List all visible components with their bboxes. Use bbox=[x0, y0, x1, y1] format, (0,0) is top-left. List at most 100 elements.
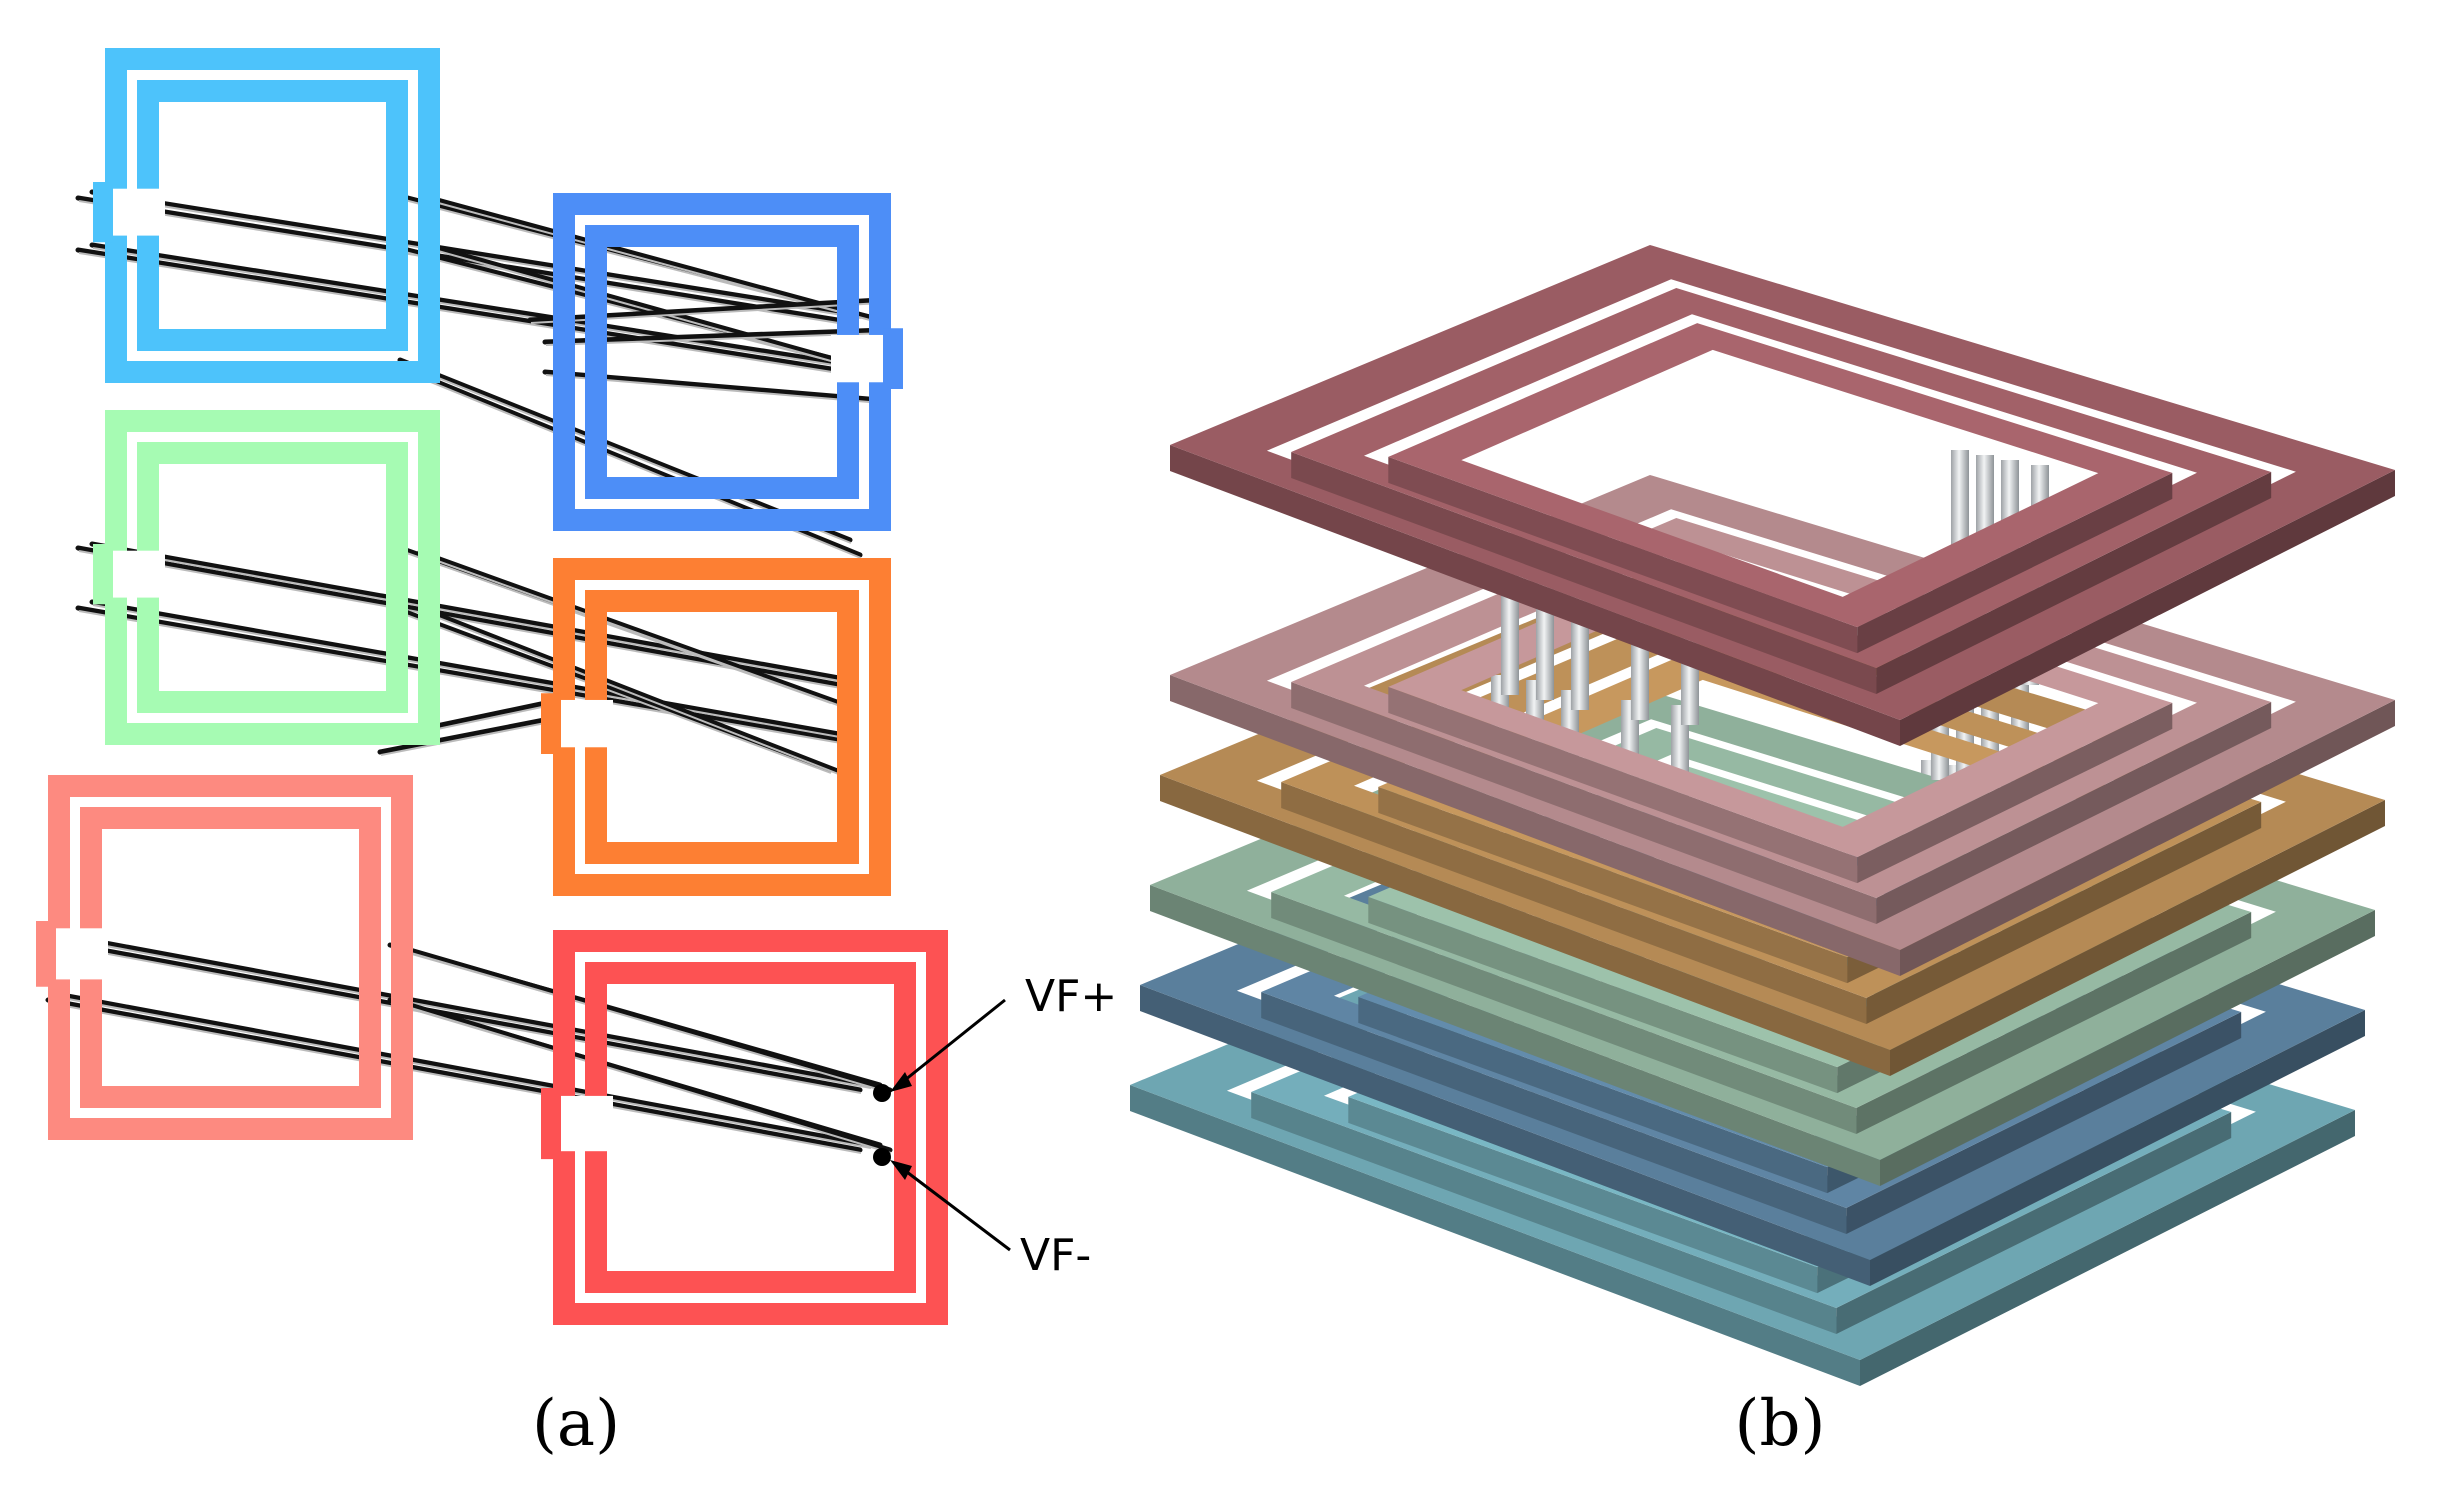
coil-1-tab bbox=[93, 182, 113, 243]
layer-1-middle-turn-top bbox=[1291, 288, 2272, 668]
layer-5-middle-turn-front-face bbox=[1261, 992, 1847, 1234]
coil-5-tab bbox=[36, 921, 56, 987]
vf-plus-terminal bbox=[873, 1084, 891, 1102]
layer-3-middle-turn-side-face bbox=[1866, 802, 2262, 1024]
vf-plus-arrow bbox=[894, 998, 1006, 1090]
via-wire-shade bbox=[380, 717, 572, 756]
via-wire bbox=[407, 1002, 893, 1153]
layer-2 bbox=[1170, 450, 2395, 976]
layer-6-middle-turn-front-face bbox=[1251, 1092, 1837, 1334]
via-wire-shade bbox=[48, 1002, 862, 1154]
layer-1 bbox=[1170, 245, 2395, 746]
coil-5-track bbox=[48, 775, 413, 1140]
vf-minus-terminal bbox=[873, 1148, 891, 1166]
layer-5-outer-turn-top bbox=[1140, 785, 2365, 1260]
via-wire bbox=[89, 599, 853, 739]
coil-2 bbox=[553, 193, 903, 531]
via-wire bbox=[75, 605, 843, 743]
layer-3-middle-turn-front-face bbox=[1281, 782, 1867, 1024]
layer-6-outer-turn-front-face bbox=[1130, 1085, 1860, 1386]
via-wire bbox=[75, 247, 853, 375]
layer-2-middle-turn-top bbox=[1291, 518, 2272, 898]
coil-4 bbox=[541, 558, 891, 896]
coil-1 bbox=[93, 48, 440, 383]
layer-6-middle-turn-side-face bbox=[1836, 1112, 2232, 1334]
vf-plus-arrowhead bbox=[890, 1072, 912, 1092]
layer-1-inner-turn-side-face bbox=[1857, 472, 2173, 654]
via-wire bbox=[89, 541, 853, 683]
layer-2-outer-turn-side-face bbox=[1900, 700, 2395, 976]
via-wire bbox=[377, 712, 573, 755]
via-wire bbox=[427, 243, 883, 375]
via-wire-shade bbox=[420, 610, 842, 776]
layer-5-outer-turn-front-face bbox=[1140, 985, 1870, 1286]
layer-6-inner-turn-front-face bbox=[1348, 1096, 1818, 1294]
layer-4-outer-turn-top bbox=[1150, 685, 2375, 1160]
layer-4-outer-turn-front-face bbox=[1150, 885, 1880, 1186]
coil-6-tab bbox=[541, 1088, 561, 1160]
via-wire-shade bbox=[92, 194, 862, 319]
coil-4-tab bbox=[541, 693, 561, 755]
layer-2-outer-turn-top bbox=[1170, 475, 2395, 950]
via-wire-shade bbox=[400, 612, 832, 774]
via-wire bbox=[75, 195, 853, 325]
layer-1-inner-turn-top bbox=[1388, 323, 2173, 628]
via-wire-shade bbox=[410, 1007, 892, 1154]
via-wire bbox=[45, 937, 863, 1093]
layer-3-outer-turn-side-face bbox=[1890, 800, 2385, 1076]
layer-2-outer-turn-front-face bbox=[1170, 675, 1900, 976]
layer-6-outer-turn-top bbox=[1130, 885, 2355, 1360]
layer-5-middle-turn-side-face bbox=[1846, 1012, 2242, 1234]
via-wire bbox=[59, 932, 873, 1088]
layer-3-inner-turn-front-face bbox=[1378, 786, 1848, 984]
via-wire-shade bbox=[420, 554, 847, 709]
layer-2-middle-turn-front-face bbox=[1291, 682, 1877, 924]
via-wire-shade bbox=[92, 604, 852, 740]
layer-2-inner-turn-side-face bbox=[1857, 702, 2173, 884]
layer-4-middle-turn-side-face bbox=[1856, 912, 2252, 1134]
coil-2-tab bbox=[883, 328, 903, 390]
via-wire bbox=[417, 549, 848, 708]
layer-3-outer-turn-top bbox=[1160, 575, 2385, 1050]
vf-plus-label: VF+ bbox=[1025, 971, 1117, 1022]
layer-6-outer-turn-side-face bbox=[1860, 1110, 2355, 1386]
layer-2-middle-turn-side-face bbox=[1876, 702, 2272, 924]
via-wire bbox=[407, 947, 893, 1093]
layer-4-inner-turn-front-face bbox=[1368, 896, 1838, 1094]
via-wire bbox=[427, 195, 883, 323]
layer-1-inner-turn-front-face bbox=[1388, 456, 1858, 654]
via-wire-shade bbox=[92, 247, 860, 370]
via-wire bbox=[59, 992, 873, 1148]
coil-5 bbox=[36, 775, 413, 1140]
layer-1-outer-turn-top bbox=[1170, 245, 2395, 720]
layer-1-middle-turn-side-face bbox=[1876, 472, 2272, 694]
vf-minus-arrowhead bbox=[890, 1160, 912, 1180]
via-wire-shade bbox=[62, 937, 872, 1089]
coil-3 bbox=[93, 410, 440, 745]
layer-1-outer-turn-side-face bbox=[1900, 470, 2395, 746]
via-wire bbox=[45, 997, 863, 1153]
vf-minus-label: VF- bbox=[1020, 1230, 1091, 1281]
via-post bbox=[1501, 575, 1519, 695]
panel-b-caption: (b) bbox=[1735, 1387, 1826, 1461]
vf-minus-arrow bbox=[894, 1161, 1011, 1252]
layer-5-inner-turn-front-face bbox=[1358, 996, 1828, 1194]
coil-6 bbox=[541, 930, 948, 1325]
panel-a-caption: (a) bbox=[532, 1387, 620, 1461]
layer-1-outer-turn-front-face bbox=[1170, 445, 1900, 746]
panel-a-layout bbox=[36, 48, 1011, 1325]
layer-1-middle-turn-front-face bbox=[1291, 452, 1877, 694]
via-wire-shade bbox=[78, 550, 842, 689]
layer-2-inner-turn-front-face bbox=[1388, 686, 1858, 884]
via-wire-shade bbox=[62, 997, 872, 1149]
via-wire bbox=[89, 189, 863, 318]
via-wire bbox=[89, 242, 861, 369]
via-wire bbox=[417, 605, 843, 775]
layer-5-outer-turn-side-face bbox=[1870, 1010, 2365, 1286]
layer-4-middle-turn-front-face bbox=[1271, 892, 1857, 1134]
panel-b-3d-stack bbox=[1130, 245, 2395, 1386]
via-wire-shade bbox=[78, 252, 852, 376]
layer-4-outer-turn-side-face bbox=[1880, 910, 2375, 1186]
via-wire-shade bbox=[410, 952, 892, 1094]
